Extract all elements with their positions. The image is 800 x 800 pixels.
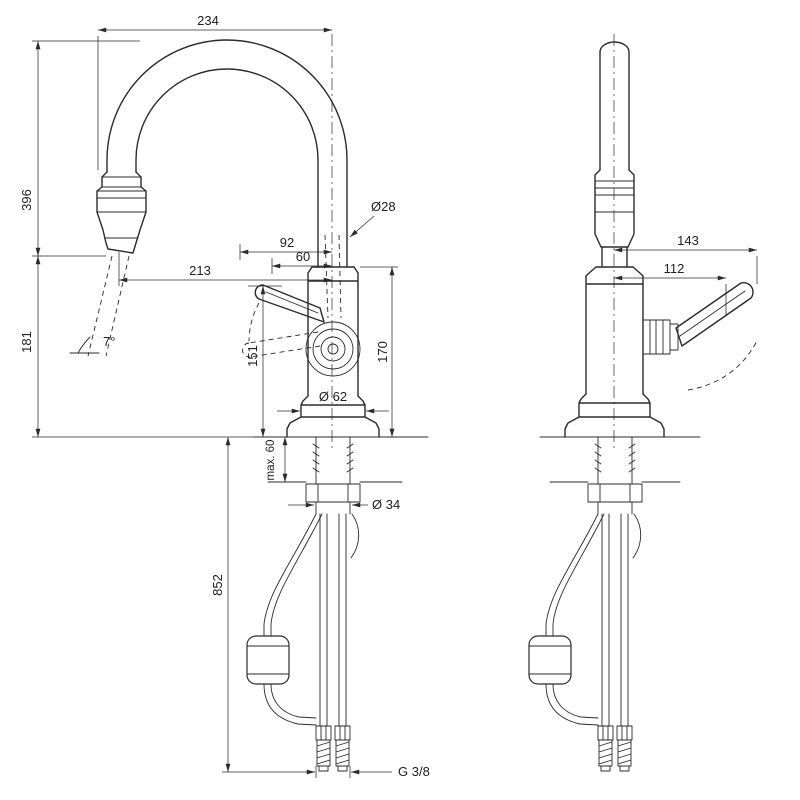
shank-outline [315,436,351,485]
joint-circle-outer [305,321,361,377]
dim-151-label: 151 [245,345,260,367]
handle-lever [254,284,325,323]
spray-head-outline [96,171,147,254]
dim-92: 92 [239,235,332,260]
side-supply-hoses [601,513,629,727]
side-column-outline [599,41,630,171]
dim-o62-label: Ø 62 [319,389,347,404]
inner-hose-dashes [324,234,342,319]
supply-hoses [319,513,347,727]
dim-max60-label: max. 60 [265,440,277,481]
valve-housing [642,319,679,355]
connector-fitting [597,725,614,772]
dim-143-label: 143 [677,233,699,248]
spout-outline [106,39,348,268]
dim-213: 213 [118,252,332,286]
side-shank-outline [597,436,633,485]
side-thread-hatch [594,443,636,473]
dim-g38-label: G 3/8 [398,764,430,779]
dim-234-label: 234 [197,13,219,28]
side-mounting-nut [587,483,643,515]
dim-170: 170 [360,266,398,437]
dim-o28: Ø28 [349,199,396,238]
body-outline [307,266,359,397]
side-hose-weight [528,635,572,685]
dim-o62: Ø 62 [277,389,389,414]
dim-o34: Ø 34 [288,497,400,512]
dim-852-label: 852 [210,574,225,596]
side-body-outline [585,266,644,395]
dim-60: 60 [271,249,332,274]
connector-fitting [334,725,351,772]
dim-213-label: 213 [189,263,211,278]
base-outline [286,395,380,438]
side-countertop-line [539,436,701,483]
dim-o34-label: Ø 34 [372,497,400,512]
side-handle-lever [675,281,754,347]
side-handle-swing-arc [687,340,758,391]
hose-weight-bands [246,645,290,675]
dim-170-label: 170 [375,341,390,363]
pullout-hose-loop [263,513,360,726]
dim-92-label: 92 [280,235,294,250]
cartridge-joint [305,321,361,377]
side-hose-weight-bands [528,645,572,675]
dim-396-181: 396 181 [19,40,254,438]
dim-112: 112 [614,261,727,316]
connector-fitting [616,725,633,772]
dim-max60: max. 60 [265,437,288,482]
hose-weight [246,635,290,685]
dim-o28-leader [349,215,375,238]
side-pullout-hose-loop [545,513,642,726]
handle-lever-detail [265,291,319,314]
dim-151: 151 [245,285,282,437]
thread-hatch [312,443,354,473]
dim-234: 234 [97,13,332,170]
angle-reference [69,336,100,354]
spray-direction-dashes [87,255,130,357]
dim-g38-ext [315,766,351,778]
mounting-nut [305,483,361,515]
connector-fitting [315,725,332,772]
countertop-line [253,436,429,483]
dim-112-label: 112 [664,261,685,276]
side-sprayhead-bands [594,180,635,213]
dim-396-label: 396 [19,189,34,211]
hose-connectors [315,725,351,772]
dim-7deg-label: 7° [103,334,115,349]
side-view [528,34,758,772]
dim-g38: G 3/8 [286,764,430,779]
dim-396-ext [32,40,254,438]
side-base-outline [564,393,665,438]
dimensions: 234 396 181 Ø28 92 60 213 [19,13,758,779]
front-view: 7° [69,34,429,772]
joint-circle [312,328,354,370]
joint-circle [320,336,346,362]
spray-head-bands [96,176,147,239]
joint-circle-center [327,343,339,355]
dim-60-label: 60 [296,249,310,264]
dim-143: 143 [614,233,758,284]
dim-181-label: 181 [19,331,34,353]
side-sprayhead-outline [594,169,635,268]
side-hose-connectors [597,725,633,772]
side-handle-detail [679,290,746,337]
dim-o28-label: Ø28 [371,199,396,214]
dim-852: 852 [210,437,286,773]
